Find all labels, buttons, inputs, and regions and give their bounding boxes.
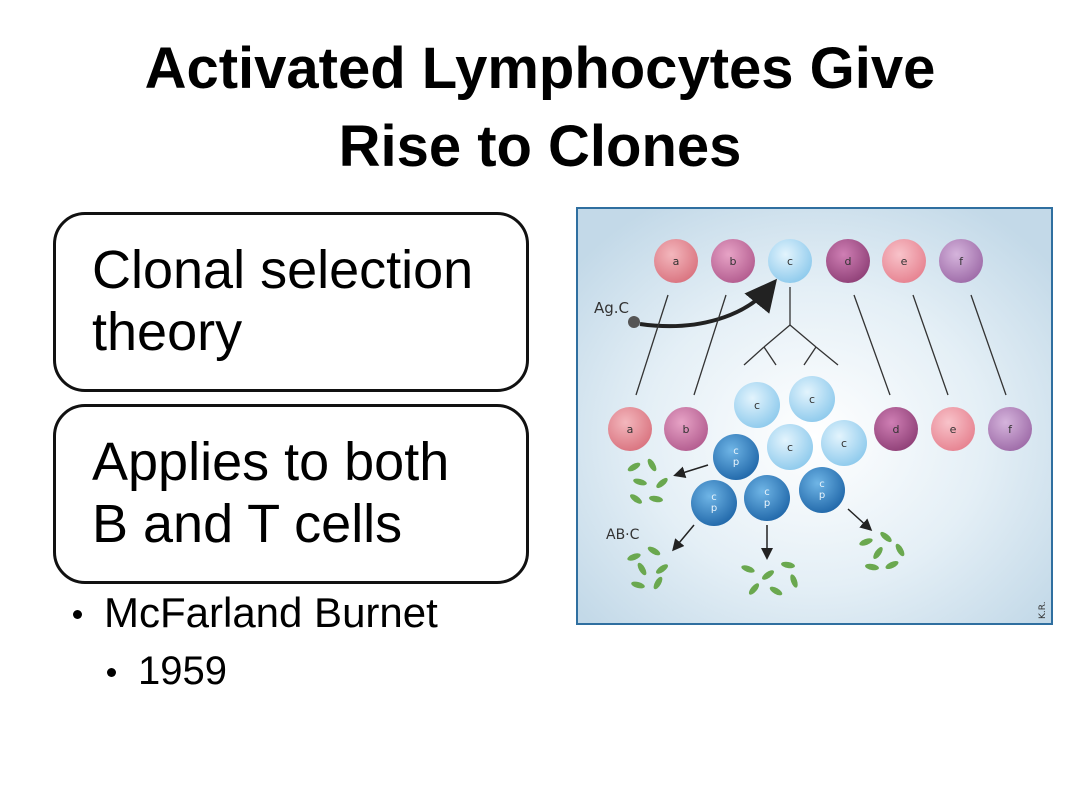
plasma-label-3-bottom: p [764,498,770,509]
cell-b-bottom [664,407,708,451]
bullet-list: McFarland Burnet 1959 [70,590,438,698]
antigen-arrow [639,278,778,329]
cell-label-f-bottom: f [1008,423,1013,436]
plasma-cell-3 [744,475,790,521]
cell-label-e: e [901,255,908,268]
clonal-selection-diagram: a b c d e f Ag.C a [576,207,1053,625]
title-line-1: Activated Lymphocytes Give [144,36,936,101]
cell-d-bottom [874,407,918,451]
cell-label-a: a [673,255,680,268]
cell-e-top [882,239,926,283]
cell-label-b: b [730,255,737,268]
lineage-lines [635,287,1007,396]
artist-initials: K.R. [1038,601,1048,619]
cell-label-d: d [845,255,852,268]
cell-e-bottom [931,407,975,451]
title-line-2: Rise to Clones [338,114,742,179]
clone-label-3: c [787,441,793,454]
clone-c-1 [734,382,780,428]
plasma-label-2-bottom: p [711,503,717,514]
secretion-arrows [672,464,873,560]
plasma-label-4-bottom: p [819,490,825,501]
bottom-row-cells: a b d e f [608,407,1032,451]
antibody-label: AB·C [606,527,640,543]
clone-label-4: c [841,437,847,450]
cell-label-b-bottom: b [683,423,690,436]
cell-label-c: c [787,255,793,268]
plasma-cell-4 [799,467,845,513]
antibody-clusters [627,458,905,596]
cell-f-bottom [988,407,1032,451]
cell-a-bottom [608,407,652,451]
top-row-cells: a b c d e f [654,239,983,283]
clone-label-1: c [754,399,760,412]
antigen-label: Ag.C [594,299,629,317]
cell-a-top [654,239,698,283]
bullet-item-burnet: McFarland Burnet [70,590,438,648]
antigen-group: Ag.C [594,278,778,329]
clone-label-2: c [809,393,815,406]
clone-c-cells: c c c c [734,376,867,470]
clone-c-3 [767,424,813,470]
box1-line2: theory [92,302,243,362]
bullet-dot-icon [73,610,82,619]
clone-c-2 [789,376,835,422]
clone-c-4 [821,420,867,466]
bullet-dot-icon [107,668,116,677]
cell-f-top [939,239,983,283]
clonal-selection-box: Clonal selection theory [53,212,529,392]
box1-line1: Clonal selection [92,240,474,300]
plasma-label-1-top: c [733,446,739,457]
plasma-cell-1 [713,434,759,480]
box2-line2: B and T cells [92,494,403,554]
cell-label-a-bottom: a [627,423,634,436]
sub-bullet-item-year: 1959 [70,648,438,698]
cell-d-top [826,239,870,283]
cell-label-f: f [959,255,964,268]
plasma-label-1-bottom: p [733,457,739,468]
bullet-text-burnet: McFarland Burnet [104,589,438,636]
cell-b-top [711,239,755,283]
plasma-cell-2 [691,480,737,526]
cell-c-top [768,239,812,283]
cell-label-e-bottom: e [950,423,957,436]
applies-to-both-box: Applies to both B and T cells [53,404,529,584]
antigen-dot [628,316,640,328]
plasma-label-2-top: c [711,492,717,503]
slide-title: Activated Lymphocytes Give Rise to Clone… [40,30,1040,186]
box2-line1: Applies to both [92,432,450,492]
plasma-label-4-top: c [819,479,825,490]
cell-label-d-bottom: d [893,423,900,436]
plasma-cells: c p c p c p c p [691,434,845,526]
sub-bullet-text-year: 1959 [138,649,227,693]
plasma-label-3-top: c [764,487,770,498]
